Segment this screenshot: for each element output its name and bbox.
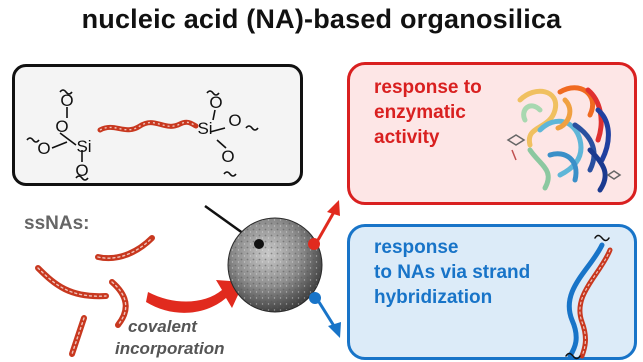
enzyme-structure-icon xyxy=(517,85,611,193)
oxygen-atom: O xyxy=(221,147,234,166)
hybridization-line-1: response xyxy=(374,237,459,258)
red-dot xyxy=(308,238,320,250)
ssna-label: ssNAs: xyxy=(24,213,90,234)
oxygen-atom: O xyxy=(37,139,50,158)
anchor-dot xyxy=(254,239,264,249)
title: nucleic acid (NA)-based organosilica xyxy=(81,4,562,34)
ligand-icon xyxy=(506,134,622,180)
ds-na-helix xyxy=(565,234,613,360)
organosilica-particle xyxy=(227,217,323,313)
red-strand xyxy=(577,247,613,359)
wavy-stub-left-side xyxy=(26,137,40,143)
wavy-stub-left-top xyxy=(59,89,73,95)
oxygen-atom: O xyxy=(55,117,68,136)
covalent-line-2: incorporation xyxy=(115,339,225,358)
hybridization-response-text: response to NAs via strand hybridization xyxy=(374,235,530,310)
covalent-line-1: covalent xyxy=(128,317,197,336)
covalent-incorporation-label: covalent incorporation xyxy=(115,316,225,360)
wavy-stub-right-side xyxy=(245,125,259,131)
blue-dot xyxy=(309,292,321,304)
wavy-stub-bottom xyxy=(565,352,581,360)
blue-arrowhead xyxy=(328,322,341,338)
oxygen-atom: O xyxy=(209,93,222,112)
hybridization-line-3: hybridization xyxy=(374,287,493,308)
enzymatic-line-2: enzymatic xyxy=(374,102,466,123)
na-linker-strand xyxy=(97,119,199,133)
blue-strand xyxy=(566,242,605,359)
enzymatic-line-3: activity xyxy=(374,127,440,148)
wavy-stub-right-top xyxy=(206,90,220,96)
ssna-strand xyxy=(109,279,129,328)
silicon-atom: Si xyxy=(197,119,212,138)
enzymatic-response-panel xyxy=(347,62,637,205)
hybridization-response-panel xyxy=(347,224,637,360)
wavy-stub-left-bottom xyxy=(75,175,89,181)
oxygen-atom: O xyxy=(228,111,241,130)
incorporation-arrow xyxy=(146,280,244,313)
red-arrowhead xyxy=(327,200,340,216)
wavy-stub-right-bottom xyxy=(223,171,237,177)
silicon-atom: Si xyxy=(76,137,91,156)
wavy-stub-top xyxy=(594,234,610,242)
organosilica-structure xyxy=(26,89,259,181)
oxygen-atom: O xyxy=(75,161,88,180)
enzymatic-line-1: response to xyxy=(374,77,482,98)
enzymatic-response-text: response to enzymatic activity xyxy=(374,75,482,150)
structure-atoms: O O O Si O O Si O O xyxy=(37,91,241,180)
ssna-strands xyxy=(35,235,155,357)
hybridization-line-2: to NAs via strand xyxy=(374,262,531,283)
oxygen-atom: O xyxy=(60,91,73,110)
